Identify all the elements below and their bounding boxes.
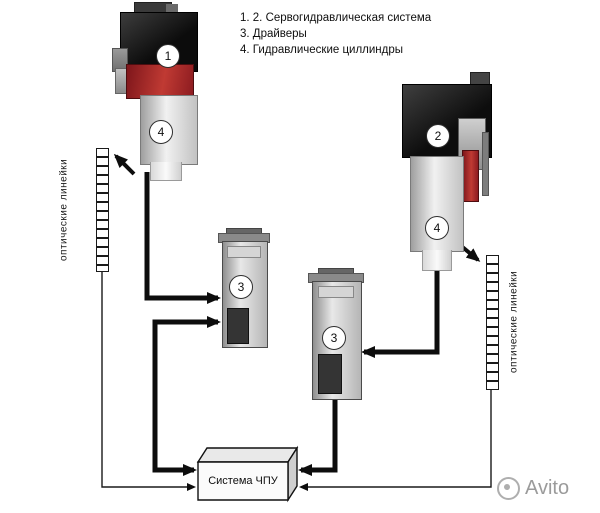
- driver2-connector-panel: [318, 354, 342, 394]
- optical-ruler-right-label: оптические линейки: [508, 270, 520, 374]
- unit1-red-band: [126, 64, 194, 99]
- driver-2: 3: [308, 268, 364, 402]
- driver1-vent: [227, 246, 261, 258]
- legend-line-2: 3. Драйверы: [240, 28, 307, 40]
- watermark-text: Avito: [525, 477, 570, 499]
- legend-line-1: 1. 2. Сервогидравлическая система: [240, 12, 432, 24]
- watermark: Avito: [497, 477, 569, 500]
- avito-logo-dot: [504, 484, 510, 490]
- wire-unit1-to-driver1: [144, 172, 221, 304]
- optical-ruler-right: [486, 255, 499, 390]
- driver2-number-badge: 3: [322, 326, 346, 350]
- driver1-number-badge: 3: [229, 275, 253, 299]
- unit1-top-connector-2: [166, 4, 178, 13]
- driver-1: 3: [218, 228, 270, 350]
- legend: 1. 2. Сервогидравлическая система 3. Дра…: [240, 10, 431, 58]
- driver2-vent: [318, 286, 354, 298]
- driver1-connector-panel: [227, 308, 249, 344]
- unit2-number-badge: 2: [426, 124, 450, 148]
- unit2-red-cylinder: [462, 150, 479, 202]
- wire-unit2-to-driver2: [361, 252, 440, 358]
- wire-ruler-left-to-cnc: [101, 272, 196, 491]
- unit2-valve-rod: [482, 132, 489, 196]
- wire-driver2-to-cnc: [298, 398, 338, 476]
- unit1-cylinder-tip: [150, 162, 182, 181]
- servo-hydraulic-unit-1: 1 4: [112, 2, 200, 182]
- arrow-ruler-left-to-cylinder1: [113, 153, 136, 176]
- avito-logo-icon: [497, 477, 520, 500]
- unit1-cylinder-number-badge: 4: [149, 120, 173, 144]
- unit2-cylinder-tip: [422, 250, 452, 271]
- unit1-number-badge: 1: [156, 44, 180, 68]
- cnc-label: Система ЧПУ: [208, 475, 278, 487]
- wire-ruler-right-to-cnc: [299, 390, 492, 491]
- cnc-box-top: [196, 447, 299, 463]
- legend-line-3: 4. Гидравлические циллиндры: [240, 44, 404, 56]
- optical-ruler-left: [96, 148, 109, 272]
- servo-hydraulic-unit-2: 2 4: [396, 72, 500, 272]
- optical-ruler-left-label: оптические линейки: [58, 158, 70, 262]
- unit2-cylinder-number-badge: 4: [425, 216, 449, 240]
- wire-driver1-cnc: [152, 316, 221, 476]
